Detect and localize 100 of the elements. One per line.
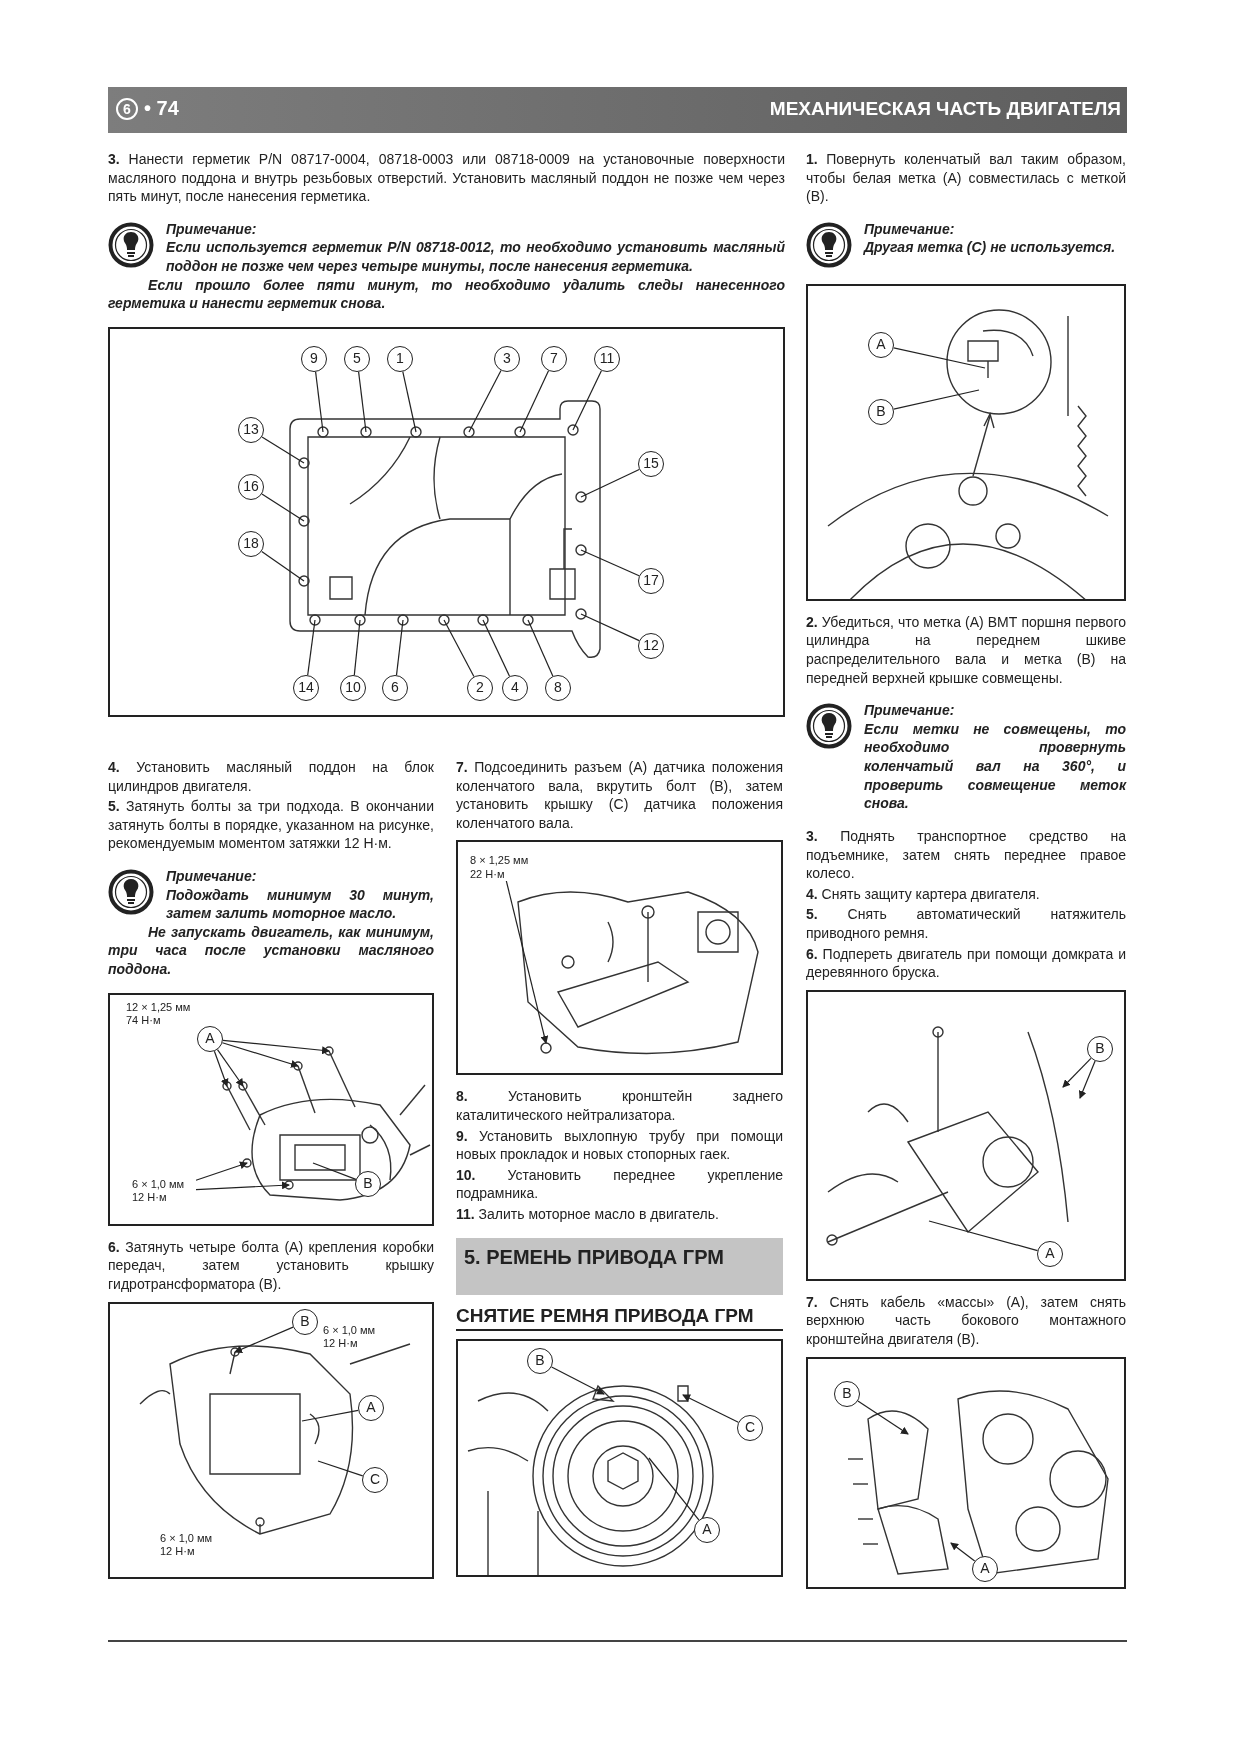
note-heading: Примечание: xyxy=(864,701,956,720)
callout-letter: A xyxy=(197,1025,223,1052)
leader-line xyxy=(317,1459,364,1477)
leader-line xyxy=(1078,1060,1096,1099)
leader-line xyxy=(213,1050,229,1087)
leader-line xyxy=(395,619,404,676)
leader-line xyxy=(482,619,511,677)
callout-number: 10 xyxy=(340,674,366,701)
callout-number: 8 xyxy=(545,674,571,701)
header-title: МЕХАНИЧЕСКАЯ ЧАСТЬ ДВИГАТЕЛЯ xyxy=(769,98,1121,120)
leader-line xyxy=(312,1162,357,1180)
callout-number: 12 xyxy=(638,632,664,659)
callout-number: 16 xyxy=(238,473,264,500)
page-number: • 74 xyxy=(144,97,179,120)
callout-letter: A xyxy=(972,1555,998,1582)
leader-line xyxy=(682,1394,739,1423)
note-heading: Примечание: xyxy=(864,219,956,239)
leader-line xyxy=(195,1161,248,1181)
subsection-heading: СНЯТИЕ РЕМНЯ ПРИВОДА ГРМ xyxy=(456,1304,783,1331)
step-text: 9. Установить выхлопную трубу при помощи новых прокладок и новых стопорных гаек. xyxy=(456,1126,783,1164)
leader-line xyxy=(648,1457,700,1521)
step-text: 7. Снять кабель «массы» (A), затем снять верхнюю часть бокового монтажного кронштейна двигателя (B). xyxy=(806,1292,1126,1349)
callout-letter: B xyxy=(1087,1035,1113,1062)
callout-number: 7 xyxy=(541,345,567,372)
callout-letter: A xyxy=(1037,1240,1063,1267)
leader-line xyxy=(195,1181,290,1190)
note-text: Если используется герметик P/N 08718-0012, то необходимо установить масляный поддон не позже чем через четыре минуты, после нанесения герметика. xyxy=(166,238,785,276)
step-text: 7. Подсоединить разъем (A) датчика положения коленчатого вала, вкрутить болт (B), затем установить крышку (C) датчика положения коленчатого вала. xyxy=(456,758,783,833)
callout-number: 9 xyxy=(301,345,327,372)
leader-line xyxy=(1062,1057,1092,1088)
torque-spec: 12 × 1,25 мм 74 Н·м xyxy=(126,1000,192,1028)
torque-spec: 6 × 1,0 мм 12 Н·м xyxy=(323,1323,377,1350)
callout-number: 5 xyxy=(344,345,370,372)
note-text: Не запускать двигатель, как минимум, три часа после установки масляного поддона. xyxy=(108,922,434,979)
leader-line xyxy=(402,370,417,433)
step-text: 2. Убедиться, что метка (A) ВМТ поршня первого цилиндра на переднем шкиве распределительного вала и метка (B) на передней верхней крышке совмещены. xyxy=(806,612,1126,688)
callout-number: 14 xyxy=(293,674,319,701)
chapter-number: 6 xyxy=(116,98,138,120)
note-heading: Примечание: xyxy=(166,867,258,886)
leader-line xyxy=(893,347,986,369)
callout-number: 6 xyxy=(382,674,408,701)
callout-letter: C xyxy=(362,1466,388,1493)
note-text: Подождать минимум 30 минут, затем залить моторное масло. xyxy=(166,885,434,923)
callout-letter: B xyxy=(292,1308,318,1335)
leader-line xyxy=(527,619,554,677)
leader-line xyxy=(468,369,502,433)
leader-line xyxy=(216,1048,244,1087)
leader-line xyxy=(358,371,367,433)
leader-line xyxy=(261,436,305,464)
callout-letter: B xyxy=(355,1170,381,1197)
step-text: 3. Поднять транспортное средство на подъемнике, затем снять переднее правое колесо. xyxy=(806,826,1126,883)
leader-line xyxy=(893,389,980,410)
leader-line xyxy=(950,1542,976,1562)
step-text: 11. Залить моторное масло в двигатель. xyxy=(456,1205,720,1224)
leader-line xyxy=(307,619,316,676)
leader-line xyxy=(505,880,549,1045)
callout-number: 13 xyxy=(238,416,264,443)
callout-letter: C xyxy=(737,1414,763,1441)
callout-number: 15 xyxy=(638,450,664,477)
section-heading: 5. РЕМЕНЬ ПРИВОДА ГРМ xyxy=(456,1237,783,1295)
leader-line xyxy=(261,493,305,522)
leader-line xyxy=(222,1039,330,1054)
leader-line xyxy=(353,619,361,676)
leader-line xyxy=(580,468,640,498)
leader-line xyxy=(261,550,305,582)
callout-number: 4 xyxy=(502,674,528,701)
leader-line xyxy=(315,371,324,433)
callout-letter: A xyxy=(868,331,894,358)
leader-line xyxy=(221,1041,299,1068)
callout-letter: B xyxy=(834,1380,860,1407)
leader-line xyxy=(572,369,602,431)
callout-letter: B xyxy=(868,398,894,425)
callout-number: 11 xyxy=(594,345,620,372)
callout-number: 3 xyxy=(494,345,520,372)
callout-number: 17 xyxy=(638,567,664,594)
leader-line xyxy=(928,1220,1039,1251)
callout-number: 1 xyxy=(387,345,413,372)
step-text: 4. Снять защиту картера двигателя. xyxy=(806,884,1041,904)
step-text: 6. Затянуть четыре болта (A) крепления коробки передач, затем установить крышку гидротрансформатора (B). xyxy=(108,1237,434,1294)
leader-line xyxy=(551,1366,605,1395)
step-text: 5. Затянуть болты за три подхода. В окончании затянуть болты в порядке, указанном на рисунке, рекомендуемым моментом затяжки 12 Н·м. xyxy=(108,797,434,854)
step-text: 1. Повернуть коленчатый вал таким образом, чтобы белая метка (A) совместилась с меткой (B). xyxy=(806,150,1126,206)
callout-letter: B xyxy=(527,1347,553,1374)
step-text: 5. Снять автоматический натяжитель приводного ремня. xyxy=(806,905,1126,943)
step-text: 8. Установить кронштейн заднего каталитического нейтрализатора. xyxy=(456,1087,783,1125)
note-text: Если прошло более пяти минут, то необходимо удалить следы нанесенного герметика и нанести герметик снова. xyxy=(108,275,785,313)
callout-number: 2 xyxy=(467,674,493,701)
step-text: 4. Установить масляный поддон на блок цилиндров двигателя. xyxy=(108,758,434,796)
leader-line xyxy=(443,619,475,677)
note-text: Если метки не совмещены, то необходимо провернуть коленчатый вал на 360°, и проверить совмещение меток снова. xyxy=(864,719,1126,813)
leader-line xyxy=(580,549,640,577)
leader-line xyxy=(580,613,640,642)
leader-line xyxy=(519,370,550,433)
callout-number: 18 xyxy=(238,530,264,557)
callout-letter: A xyxy=(694,1516,720,1543)
note-heading: Примечание: xyxy=(166,219,258,239)
step-text: 3. Нанести герметик P/N 08717-0004, 08718-0003 или 08718-0009 на установочные поверхности масляного поддона и внутрь резьбовых отверстий. Установить масляный поддон не позже чем через пять минут, после нанесения герметика. xyxy=(108,150,785,206)
note-text: Другая метка (C) не используется. xyxy=(864,238,1117,258)
leader-line xyxy=(234,1326,294,1353)
step-text: 6. Подпереть двигатель при помощи домкрата и деревянного бруска. xyxy=(806,944,1126,982)
